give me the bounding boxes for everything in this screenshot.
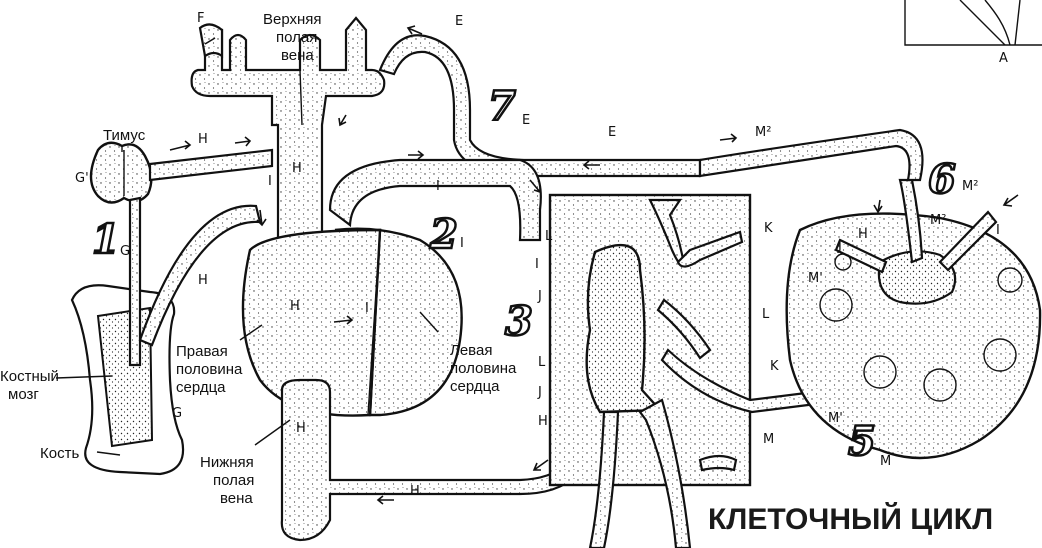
letter-m1: M' xyxy=(808,271,823,286)
letter-h-4: H xyxy=(290,299,300,314)
label-left-heart-2: половина xyxy=(450,360,517,377)
vessel-e-top xyxy=(380,35,700,176)
stage-number-5: 5 xyxy=(848,418,876,465)
label-left-heart-3: сердца xyxy=(450,378,500,395)
letter-h-7: H xyxy=(538,414,548,429)
letter-h-5: H xyxy=(296,421,306,436)
letter-i-4: I xyxy=(535,257,539,272)
letter-i-2: I xyxy=(365,301,369,316)
letter-f: F xyxy=(197,11,204,26)
label-bone-marrow-1: Костный xyxy=(0,368,59,385)
label-superior-vena-cava-2: полая xyxy=(276,29,317,46)
letter-m2: M² xyxy=(755,125,771,140)
letter-h-8: H xyxy=(858,227,868,242)
letter-g1: G' xyxy=(75,171,89,186)
letter-a: A xyxy=(999,51,1008,66)
stage-letter-g: G xyxy=(120,244,130,259)
stage-number-6: 6 xyxy=(928,156,956,203)
letter-l-3: L xyxy=(762,307,770,322)
stage-letter-m: M xyxy=(880,454,891,469)
letter-i-5: I xyxy=(996,223,1000,238)
label-inferior-vena-cava-2: полая xyxy=(213,472,254,489)
stage-number-3: 3 xyxy=(505,298,533,345)
thymus xyxy=(91,143,272,203)
stage-number-1: 1 xyxy=(92,216,120,263)
letter-l: L xyxy=(545,229,553,244)
stage-number-2: 2 xyxy=(429,211,458,258)
diagram-title: КЛЕТОЧНЫЙ ЦИКЛ xyxy=(708,502,993,536)
letter-k: K xyxy=(764,221,773,236)
letter-j-2: J xyxy=(537,385,542,400)
letter-l-2: L xyxy=(538,355,546,370)
letter-h-2: H xyxy=(292,161,302,176)
letter-m: M xyxy=(763,432,774,447)
label-right-heart-2: половина xyxy=(176,361,243,378)
label-inferior-vena-cava-3: вена xyxy=(220,490,253,507)
stage-letter-i: I xyxy=(460,236,464,251)
letter-g: G xyxy=(172,406,182,421)
letter-i: I xyxy=(268,174,272,189)
label-thymus: Тимус xyxy=(103,127,146,144)
letter-e: E xyxy=(455,14,463,29)
letter-m2-2: M² xyxy=(930,213,946,228)
letter-e-2: E xyxy=(608,125,616,140)
letter-i-3: I xyxy=(436,179,440,194)
stage-letter-e: E xyxy=(522,113,530,128)
letter-j: J xyxy=(537,289,542,304)
label-inferior-vena-cava-1: Нижняя xyxy=(200,454,254,471)
letter-h-3: H xyxy=(198,273,208,288)
label-superior-vena-cava-3: вена xyxy=(281,47,314,64)
label-right-heart-3: сердца xyxy=(176,379,226,396)
label-superior-vena-cava-1: Верхняя xyxy=(263,11,322,28)
label-bone: Кость xyxy=(40,445,79,462)
letter-m1-2: M' xyxy=(828,411,843,426)
stage-number-7: 7 xyxy=(488,83,516,130)
stage-letter-m2: M² xyxy=(962,179,978,194)
letter-j-3: J xyxy=(837,239,842,254)
letter-h-6: H xyxy=(410,484,420,499)
label-bone-marrow-2: мозг xyxy=(8,386,39,403)
letter-k-2: K xyxy=(770,359,779,374)
label-left-heart-1: Левая xyxy=(450,342,492,359)
tissue-block xyxy=(550,195,832,548)
label-right-heart-1: Правая xyxy=(176,343,228,360)
letter-h: H xyxy=(198,132,208,147)
corner-sketch: A xyxy=(905,0,1042,66)
